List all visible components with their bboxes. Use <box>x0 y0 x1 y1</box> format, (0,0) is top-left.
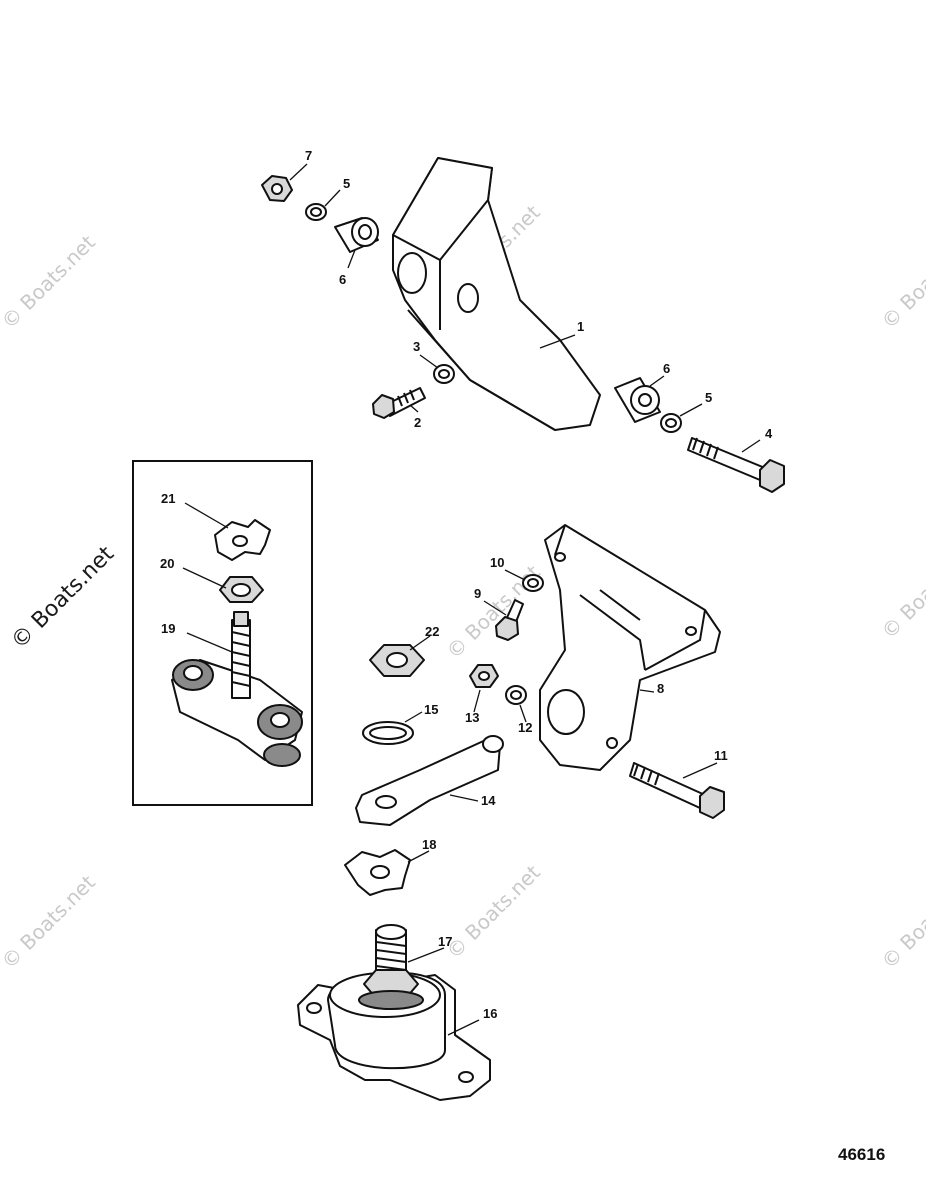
tab-washer-part-21 <box>214 519 271 561</box>
diagram-id: 46616 <box>838 1145 885 1164</box>
callout-21: 21 <box>161 491 175 506</box>
callout-20: 20 <box>160 556 174 571</box>
callout-22: 22 <box>425 624 439 639</box>
mount-part-19 <box>171 611 303 767</box>
watermark-3: © Boats.net <box>877 230 926 333</box>
nut-part-20 <box>219 576 264 603</box>
watermark-7: © Boats.net <box>442 860 545 963</box>
bracket-part-8 <box>539 524 721 771</box>
bolt-part-4 <box>687 437 785 493</box>
watermark-5: © Boats.net <box>877 540 926 643</box>
lock-washer-part-5-left <box>305 203 327 221</box>
lock-washer-part-5-right <box>660 413 682 433</box>
watermark-6: © Boats.net <box>0 870 100 973</box>
bushing-part-6-left <box>334 217 379 253</box>
callout-10: 10 <box>490 555 504 570</box>
callout-6-top: 6 <box>339 272 346 287</box>
inset-box <box>132 460 313 806</box>
ring-part-15 <box>362 721 414 745</box>
callout-14: 14 <box>481 793 496 808</box>
bushing-part-6-right <box>614 377 661 423</box>
watermark-dark: © Boats.net <box>7 541 120 654</box>
callout-11: 11 <box>714 748 728 763</box>
callout-labels: 1 2 3 4 5 5 6 6 7 8 9 10 11 12 13 14 15 … <box>160 148 773 1021</box>
tab-washer-part-18 <box>344 849 411 896</box>
callout-9: 9 <box>474 586 481 601</box>
nut-part-22 <box>369 644 425 677</box>
callout-4: 4 <box>765 426 773 441</box>
callout-1: 1 <box>577 319 584 334</box>
callout-2: 2 <box>414 415 421 430</box>
callout-18: 18 <box>422 837 436 852</box>
callout-7: 7 <box>305 148 312 163</box>
watermark-1: © Boats.net <box>0 230 100 333</box>
lock-washer-part-3 <box>433 364 455 384</box>
callout-17: 17 <box>438 934 452 949</box>
nut-part-13 <box>469 664 499 688</box>
callout-15: 15 <box>424 702 438 717</box>
callout-12: 12 <box>518 720 532 735</box>
watermark-8: © Boats.net <box>877 870 926 973</box>
stud-part-17 <box>358 924 424 1010</box>
callout-5-top: 5 <box>343 176 350 191</box>
callout-8: 8 <box>657 681 664 696</box>
callout-6-right: 6 <box>663 361 670 376</box>
lock-washer-part-12 <box>505 685 527 705</box>
nut-part-7 <box>261 175 293 202</box>
callout-3: 3 <box>413 339 420 354</box>
callout-5-right: 5 <box>705 390 712 405</box>
stud-part-14 <box>355 735 504 826</box>
callout-16: 16 <box>483 1006 497 1021</box>
leader-lines <box>182 163 761 1036</box>
screw-part-9 <box>495 599 524 641</box>
bracket-part-1 <box>392 157 601 431</box>
screw-part-2 <box>372 387 426 419</box>
bolt-part-11 <box>629 762 725 819</box>
lock-washer-part-10 <box>522 574 544 592</box>
callout-19: 19 <box>161 621 175 636</box>
callout-13: 13 <box>465 710 479 725</box>
